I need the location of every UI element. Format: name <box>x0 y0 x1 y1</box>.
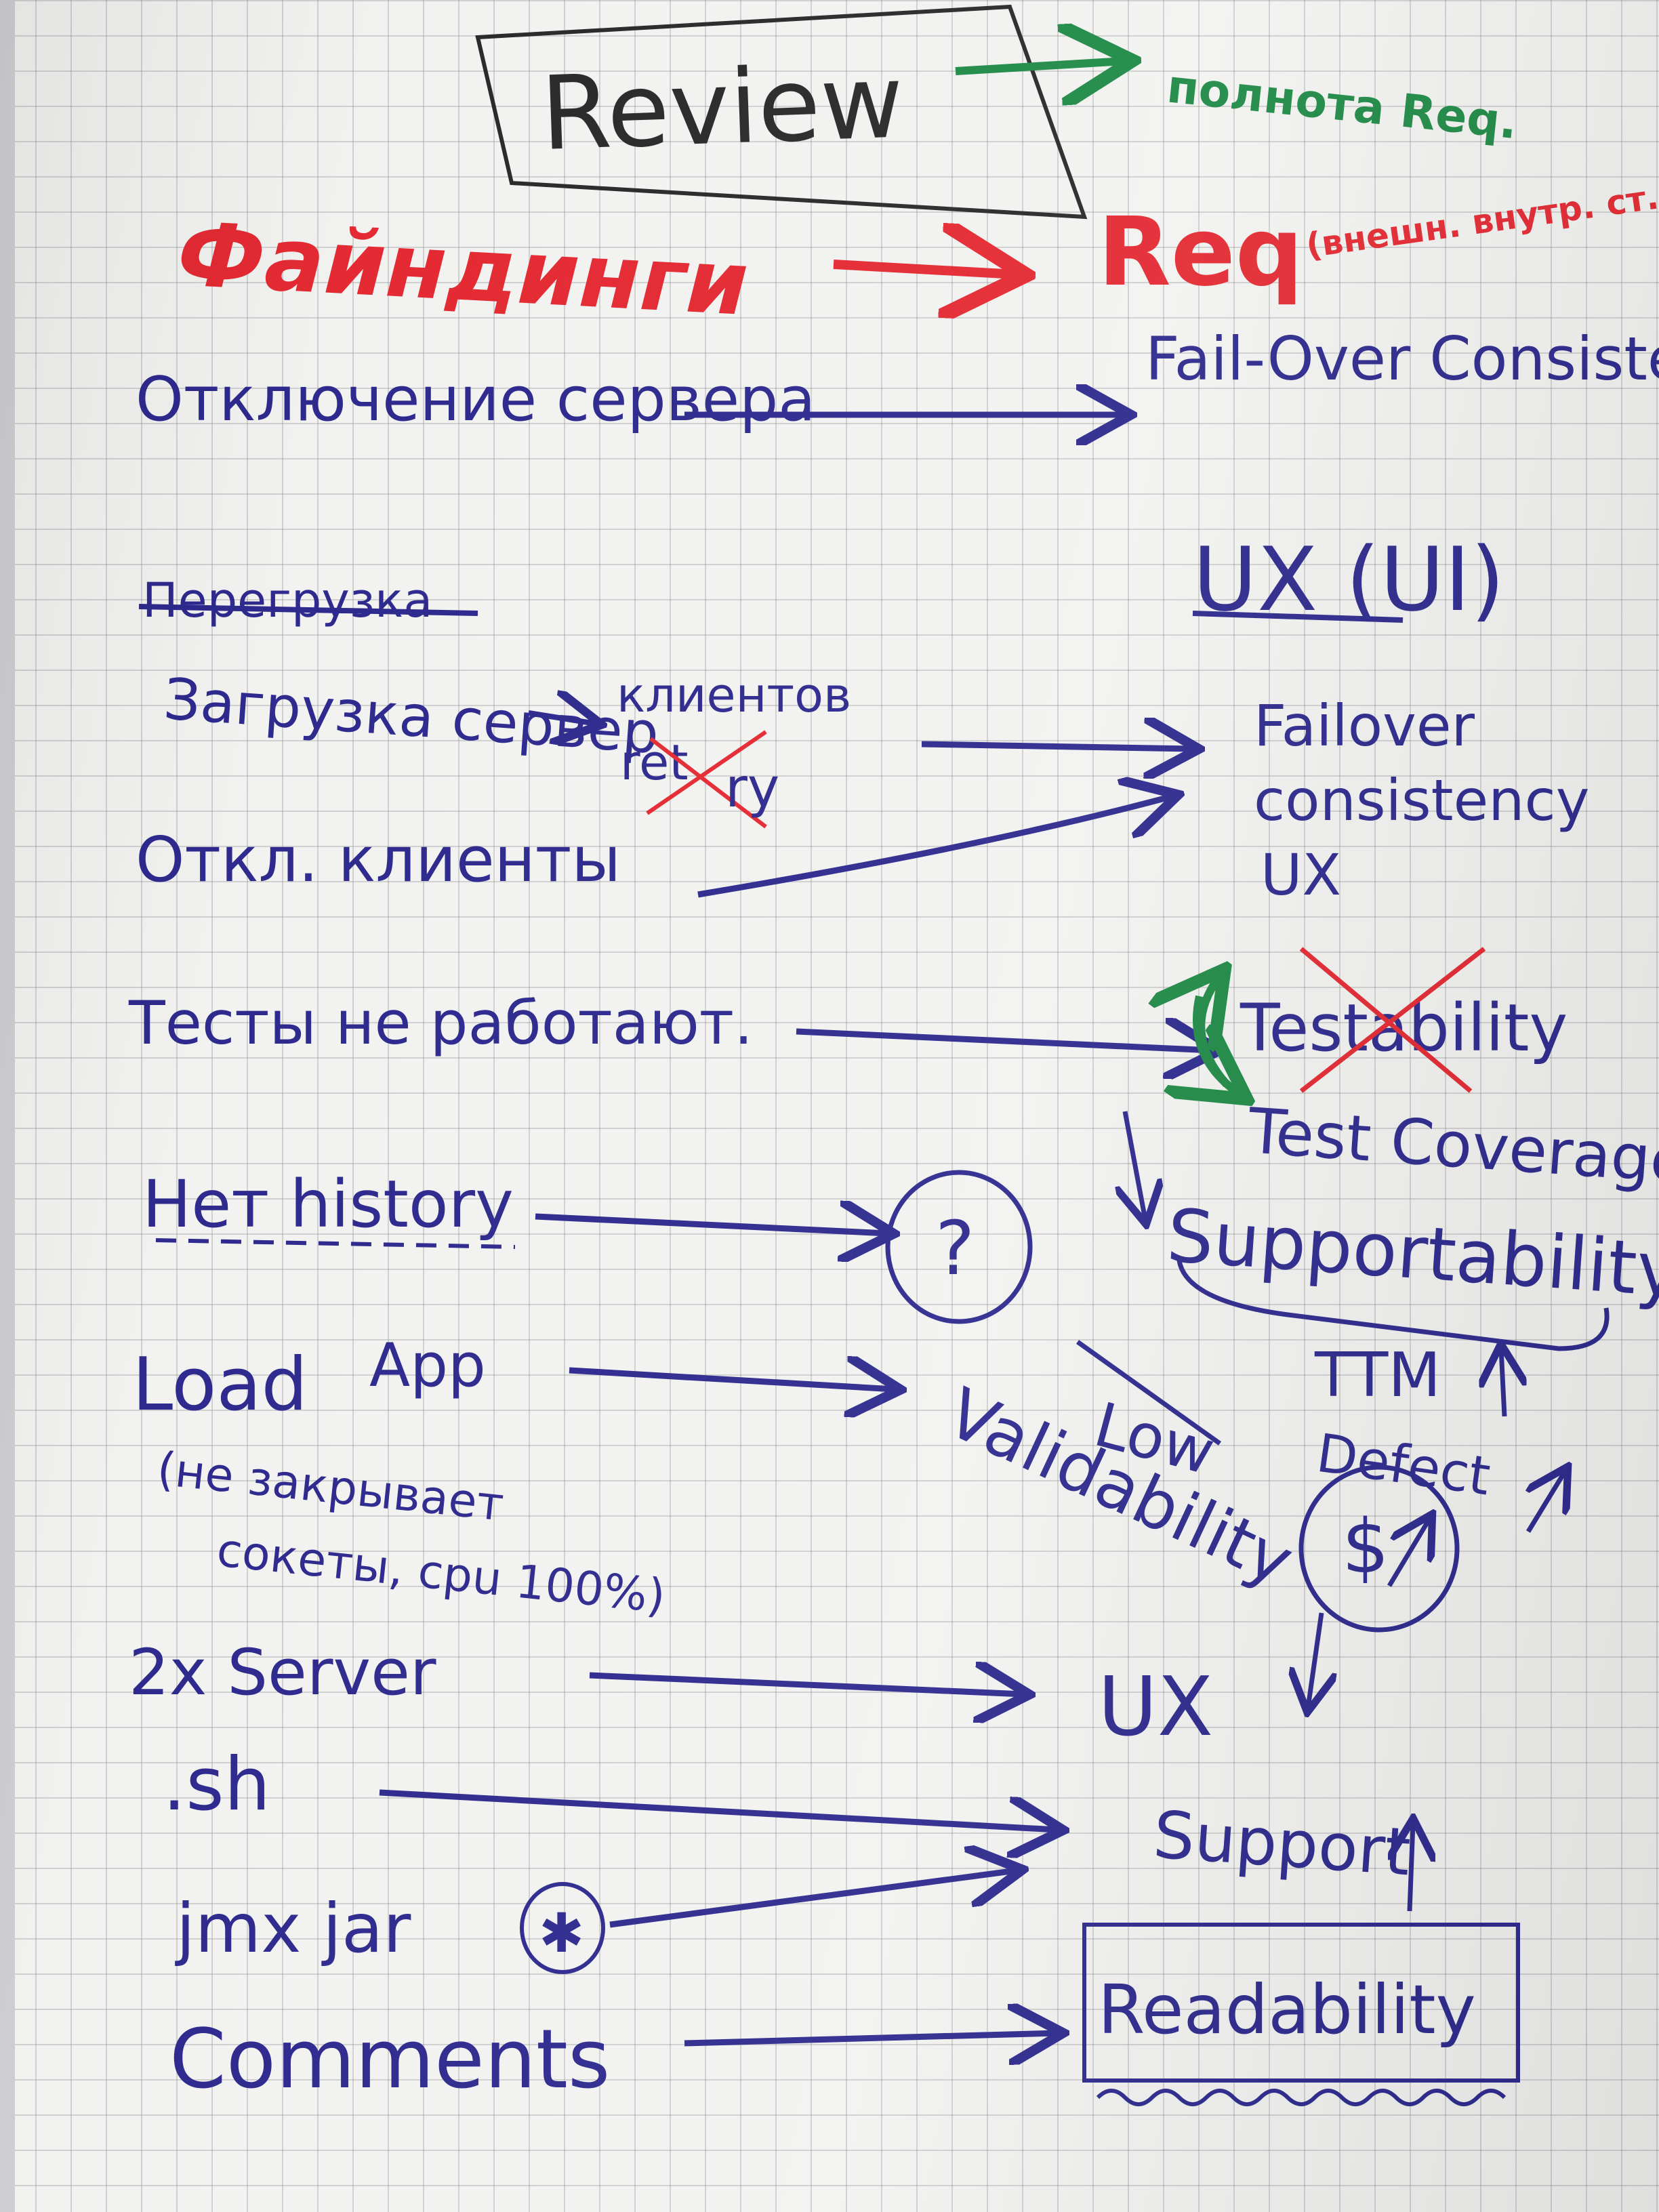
arrow-4 <box>697 796 1172 898</box>
cause-10: jmx jar <box>175 1889 411 1968</box>
arrow-6 <box>535 1216 888 1233</box>
title-box <box>475 4 1088 220</box>
ttm-up-arrow <box>1501 1349 1504 1417</box>
cause-5: Тесты не работают. <box>128 988 753 1058</box>
green-arrow <box>955 61 1125 71</box>
paper-edge <box>0 0 15 2212</box>
arrow-11 <box>684 2033 1057 2043</box>
arrow-8 <box>589 1675 1023 1694</box>
result-1: Fail-Over Consistency <box>1145 324 1659 394</box>
defect-up-arrow <box>1528 1471 1565 1533</box>
result-10: Readability <box>1098 1970 1476 2049</box>
cause-3: Загрузка сервер <box>162 665 661 766</box>
ux-underline <box>1192 611 1404 623</box>
dashed-underline <box>155 1238 516 1249</box>
dollar-circle <box>1298 1465 1460 1633</box>
result-5: Test Coverage <box>1245 1094 1659 1197</box>
result-4: Failover consistency UX <box>1254 693 1607 908</box>
header-right: Req <box>1098 197 1303 308</box>
top-note: полнота Req. <box>1164 60 1520 150</box>
side-7-defect: Defect <box>1313 1423 1494 1508</box>
down-arrow-6 <box>1125 1111 1145 1220</box>
red-cross-5a <box>1299 947 1473 1093</box>
cause-7b: (не закрывает сокеты, cpu 100%) <box>147 1442 676 1624</box>
cause-1: Отключение сервера <box>136 364 815 435</box>
red-cross-5b <box>1299 947 1486 1093</box>
arrow-9 <box>379 1789 1057 1830</box>
cause-6: Нет history <box>142 1166 514 1242</box>
result-6: Supportability <box>1164 1193 1659 1314</box>
cause-3-struck: Перегрузка <box>142 573 432 628</box>
red-cross-3b <box>649 737 767 829</box>
question-mark: ? <box>935 1205 975 1292</box>
cause-4: Откл. клиенты <box>136 823 621 896</box>
red-arrow <box>833 264 1017 274</box>
header-left: Файндинги <box>175 203 750 335</box>
strike-3 <box>138 604 478 616</box>
cause-11: Comments <box>169 2013 610 2107</box>
dollar-up-arrow <box>1387 1518 1430 1587</box>
arrow-5 <box>796 1031 1213 1050</box>
strike-low <box>1076 1340 1222 1446</box>
green-swap-arrow-2 <box>1197 995 1240 1094</box>
question-circle <box>885 1170 1033 1324</box>
cause-8: 2x Server <box>129 1636 436 1710</box>
side-7-top: TTM <box>1314 1340 1441 1411</box>
arrow-10 <box>609 1870 1017 1928</box>
result-5-struck: Testability <box>1240 990 1568 1066</box>
cause-9: .sh <box>163 1742 270 1827</box>
arrow-3a <box>528 713 596 724</box>
support-bracket <box>1176 1260 1610 1351</box>
validability-down-arrow <box>1308 1612 1322 1708</box>
red-cross-3a <box>646 730 767 815</box>
header-right-note: (внешн. внутр. ст.) <box>1304 175 1659 266</box>
arrow-3b <box>921 744 1193 749</box>
arrow-7 <box>569 1370 895 1389</box>
star-icon: ✱ <box>539 1902 584 1965</box>
middle-3-tail: ry <box>725 756 779 819</box>
support-up-arrow <box>1410 1823 1413 1912</box>
title-text: Review <box>539 43 905 173</box>
side-7-circle: $ <box>1342 1503 1389 1590</box>
star-circle <box>520 1882 605 1974</box>
middle-3-top: клиентов <box>617 668 851 723</box>
wavy-underline <box>1096 2089 1507 2106</box>
result-8: UX <box>1098 1660 1213 1755</box>
result-9: Support <box>1151 1797 1412 1890</box>
readability-box <box>1082 1923 1520 2083</box>
cause-7a: Load App <box>132 1330 486 1427</box>
